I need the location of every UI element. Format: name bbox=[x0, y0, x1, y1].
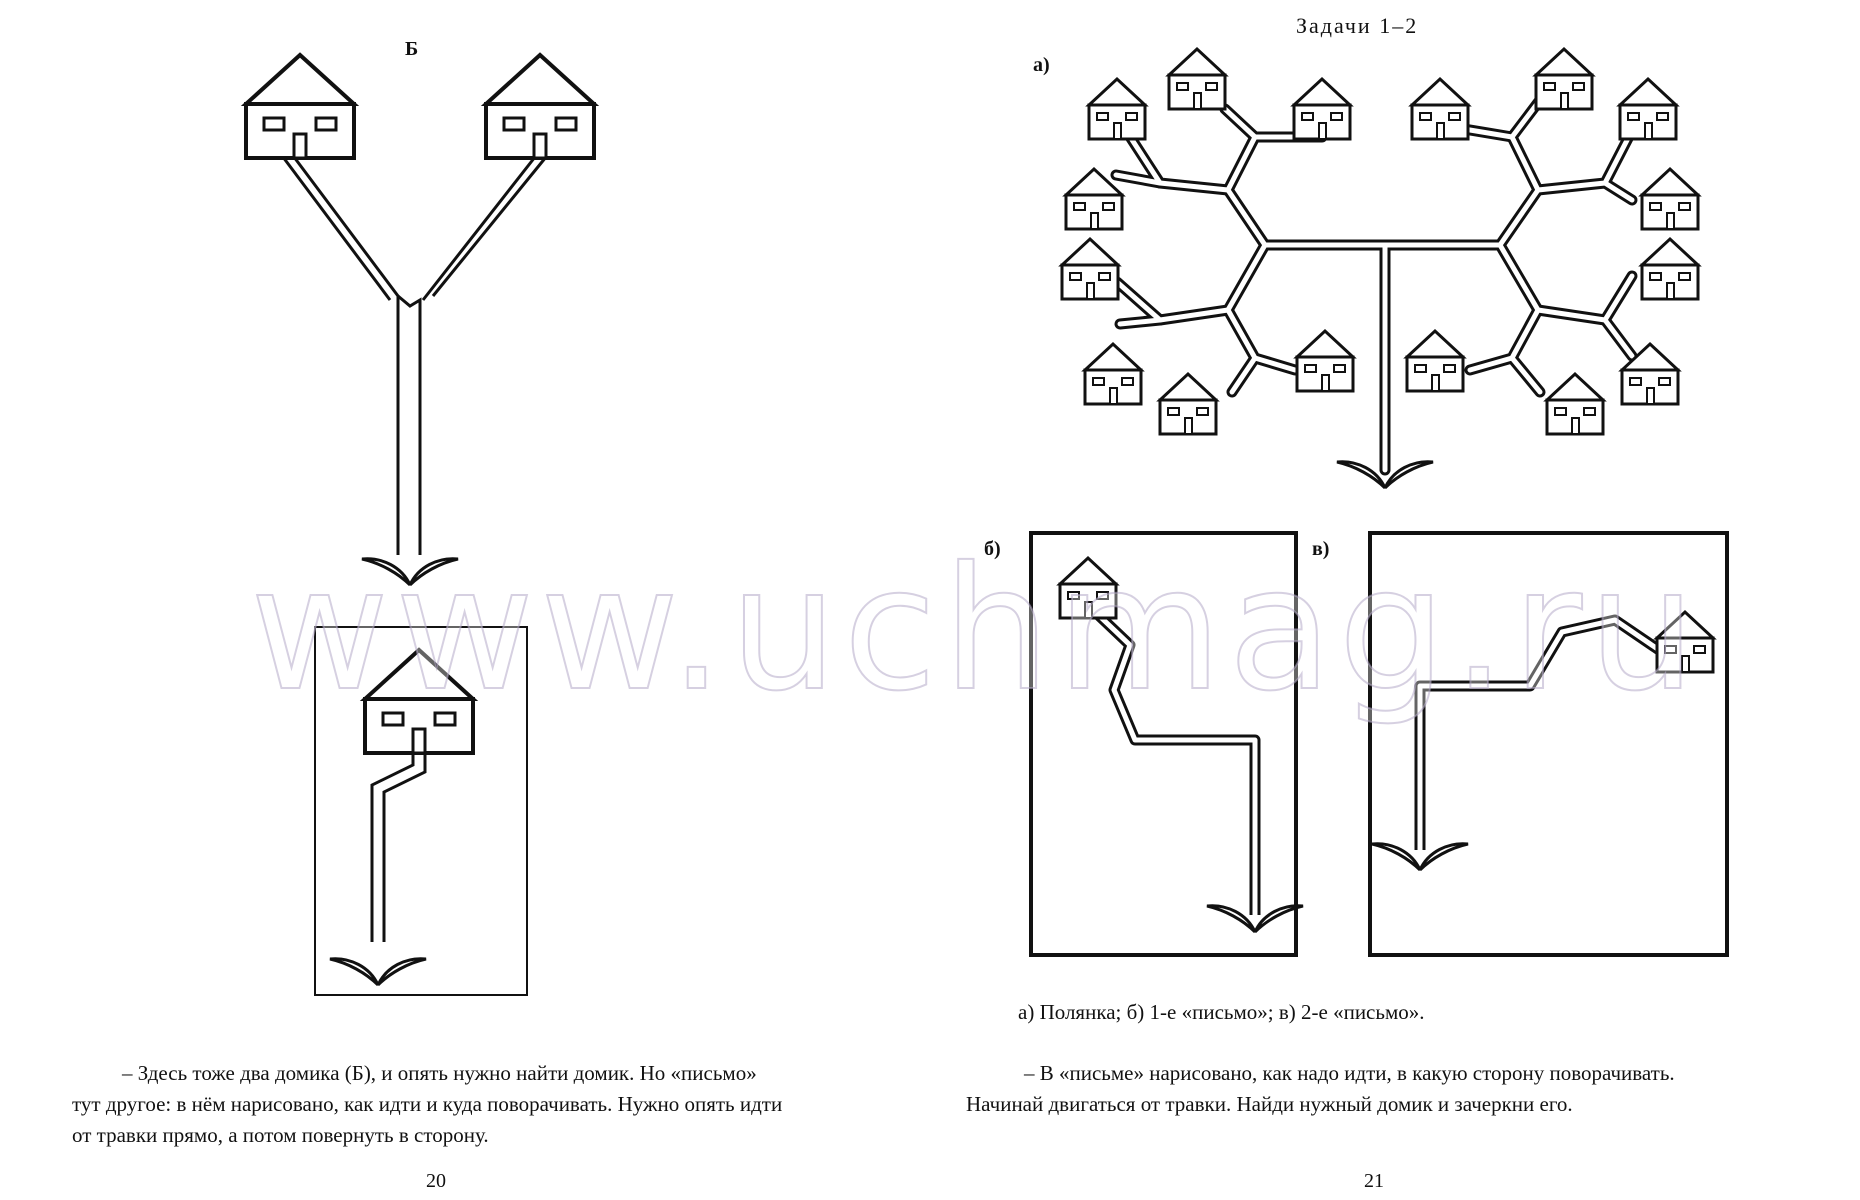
y-road bbox=[281, 156, 548, 555]
meadow-house-icon bbox=[1534, 47, 1594, 111]
meadow-house-icon bbox=[1405, 329, 1465, 393]
figure-label-v: в) bbox=[1312, 538, 1329, 560]
meadow-house-icon bbox=[1087, 77, 1147, 141]
figure-caption: а) Полянка; б) 1-е «письмо»; в) 2-е «пис… bbox=[1018, 1000, 1425, 1024]
tasks-heading: Задачи 1–2 bbox=[1296, 13, 1418, 38]
letter-2-house-icon bbox=[1655, 610, 1715, 674]
house-icon-left bbox=[244, 53, 356, 160]
grass-icon bbox=[360, 557, 460, 587]
left-paragraph-line: – Здесь тоже два домика (Б), и опять нуж… bbox=[122, 1061, 757, 1085]
meadow-house-icon bbox=[1167, 47, 1227, 111]
meadow-house-icon bbox=[1618, 77, 1678, 141]
meadow-house-icon bbox=[1410, 77, 1470, 141]
left-paragraph: – Здесь тоже два домика (Б), и опять нуж… bbox=[72, 1058, 872, 1151]
figure-label-b: Б bbox=[405, 38, 418, 60]
left-paragraph-line: тут другое: в нём нарисовано, как идти и… bbox=[72, 1092, 783, 1116]
page-number-right: 21 bbox=[1364, 1170, 1384, 1192]
figure-label-a: а) bbox=[1033, 54, 1050, 76]
meadow-house-icon bbox=[1158, 372, 1218, 436]
right-paragraph-line: Начинай двигаться от травки. Найди нужны… bbox=[966, 1092, 1573, 1116]
meadow-house-icon bbox=[1083, 342, 1143, 406]
letter-b-box bbox=[314, 626, 528, 996]
left-paragraph-line: от травки прямо, а потом повернуть в сто… bbox=[72, 1123, 489, 1147]
figure-label-b-small: б) bbox=[984, 538, 1001, 560]
letter-1-box bbox=[1029, 531, 1305, 957]
figure-b-two-houses: Б bbox=[244, 38, 596, 996]
meadow-house-icon bbox=[1640, 167, 1700, 231]
right-paragraph: – В «письме» нарисовано, как надо идти, … bbox=[966, 1058, 1826, 1120]
right-paragraph-line: – В «письме» нарисовано, как надо идти, … bbox=[1024, 1061, 1675, 1085]
letter-2-box bbox=[1368, 531, 1729, 957]
meadow-house-icon bbox=[1295, 329, 1355, 393]
page-number-left: 20 bbox=[426, 1170, 446, 1192]
letter-grass-icon bbox=[328, 957, 428, 987]
meadow-house-icon bbox=[1292, 77, 1352, 141]
meadow-house-icon bbox=[1545, 372, 1605, 436]
meadow-map bbox=[1060, 47, 1700, 490]
meadow-house-icon bbox=[1060, 237, 1120, 301]
letter-house-icon bbox=[363, 648, 475, 755]
house-icon-right bbox=[484, 53, 596, 160]
meadow-house-icon bbox=[1640, 237, 1700, 301]
letter-1-house-icon bbox=[1058, 556, 1118, 620]
